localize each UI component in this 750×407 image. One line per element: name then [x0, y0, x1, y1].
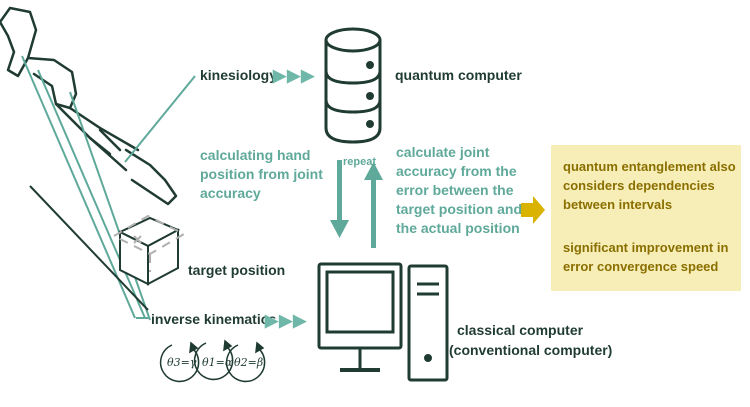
kinesiology-arrows: ▶▶▶ [273, 66, 316, 85]
inverse-kinematics-arrows: ▶▶▶ [265, 311, 308, 330]
calc-hand-line-2: position from joint [200, 166, 323, 182]
repeat-label: repeat [343, 156, 377, 168]
result-text-1-line-2: considers dependencies [563, 178, 715, 193]
calc-joint-line-1: calculate joint [396, 144, 490, 160]
black-diagonal-line [29, 185, 149, 311]
result-text-2-line-2: error convergence speed [563, 259, 719, 274]
calc-hand-line-1: calculating hand [200, 147, 311, 163]
calc-hand-line-3: accuracy [200, 185, 261, 201]
joint-theta3-label: θ3=γ [167, 356, 197, 369]
inverse-kinematics-label: inverse kinematics [151, 311, 277, 327]
classical-computer-label: classical computer [457, 322, 584, 338]
gold-arrow-icon [521, 196, 545, 224]
conventional-computer-label: (conventional computer) [449, 342, 613, 358]
kinesiology-label: kinesiology [200, 67, 278, 83]
rotation-arrow-icon [159, 339, 266, 383]
joint-theta2-label: θ2=β [234, 356, 264, 369]
calc-joint-line-5: the actual position [396, 220, 520, 236]
quantum-computer-label: quantum computer [395, 67, 522, 83]
result-box [551, 145, 741, 291]
calc-joint-line-3: error between the [396, 182, 514, 198]
result-text-1-line-3: between intervals [563, 197, 673, 212]
monitor-icon [317, 262, 403, 372]
down-arrow-icon [330, 160, 349, 238]
robot-hand-icon [0, 6, 178, 206]
cube-icon [111, 214, 187, 286]
result-text-2-line-1: significant improvement in [563, 240, 729, 255]
up-arrow-icon [364, 162, 383, 248]
database-icon [324, 27, 382, 144]
calc-joint-line-4: target position and [396, 201, 522, 217]
calc-joint-line-2: accuracy from the [396, 163, 517, 179]
result-text-1-line-1: quantum entanglement also [563, 159, 736, 174]
pc-tower-icon [407, 264, 449, 382]
joint-theta1-label: θ1=α [202, 356, 233, 369]
target-position-label: target position [188, 262, 286, 278]
kinematic-lines [21, 55, 196, 321]
